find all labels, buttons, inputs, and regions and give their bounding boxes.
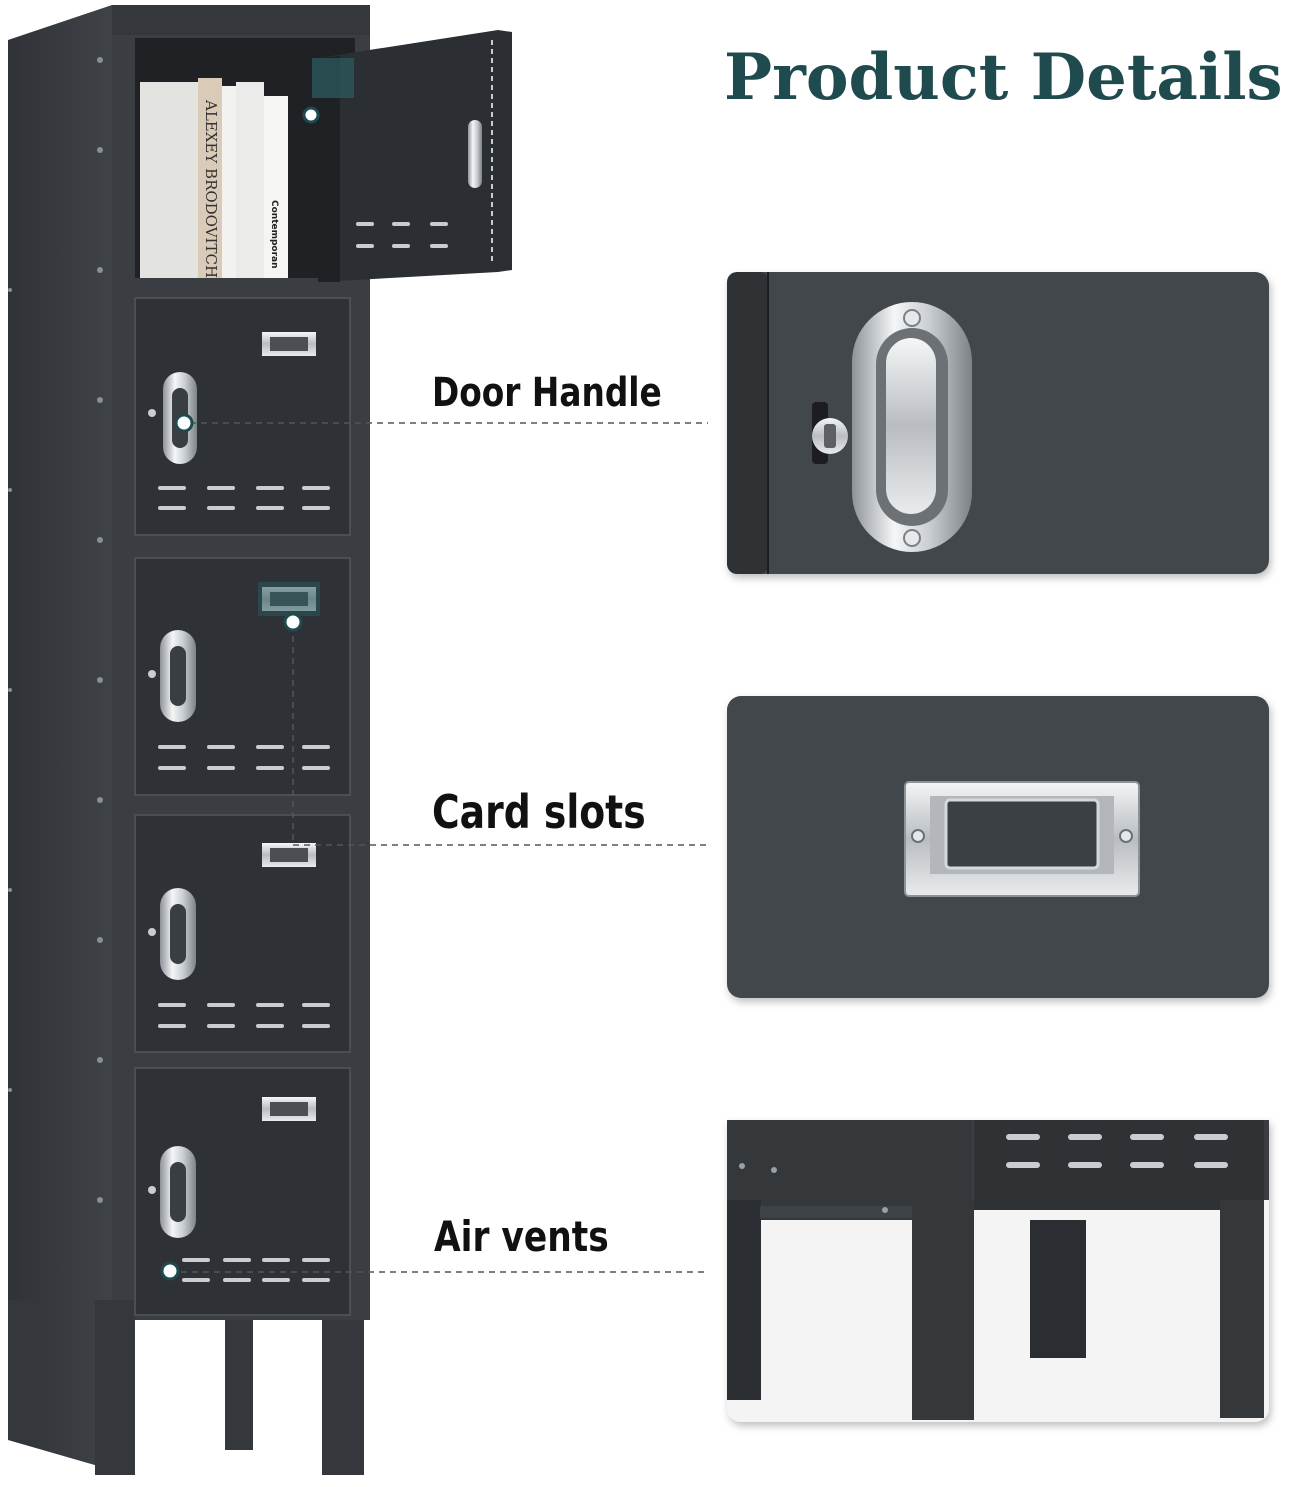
air-vents-label: Air vents bbox=[434, 1212, 609, 1261]
card-slots-label: Card slots bbox=[432, 785, 646, 839]
locker-door-1 bbox=[134, 297, 351, 536]
open-door bbox=[318, 30, 512, 282]
door-handle-label: Door Handle bbox=[432, 370, 662, 416]
hinge-highlight bbox=[312, 58, 354, 98]
book-spine-2: Contemporan bbox=[269, 200, 279, 269]
detail-panel-door-handle bbox=[727, 272, 1269, 574]
locker-door-3 bbox=[134, 814, 351, 1053]
book-spine-1: ALEXEY BRODOVITCH bbox=[202, 99, 220, 278]
card-slot-marker bbox=[283, 612, 303, 632]
books: ALEXEY BRODOVITCH Contemporan bbox=[140, 78, 288, 278]
locker-side-panel bbox=[8, 5, 112, 1470]
door-handle-marker bbox=[174, 413, 194, 433]
locker: ALEXEY BRODOVITCH Contemporan bbox=[8, 5, 512, 1475]
air-vent-marker bbox=[160, 1261, 180, 1281]
detail-panel-air-vents bbox=[727, 1120, 1269, 1422]
side-panel-holes bbox=[8, 57, 103, 1313]
detail-panel-card-slot bbox=[727, 696, 1269, 998]
hinge-marker bbox=[302, 106, 320, 124]
locker-legs bbox=[8, 1300, 364, 1475]
page-title: Product Details bbox=[724, 40, 1283, 115]
card-slot-highlight bbox=[258, 582, 320, 616]
callout-lines bbox=[170, 422, 708, 1273]
